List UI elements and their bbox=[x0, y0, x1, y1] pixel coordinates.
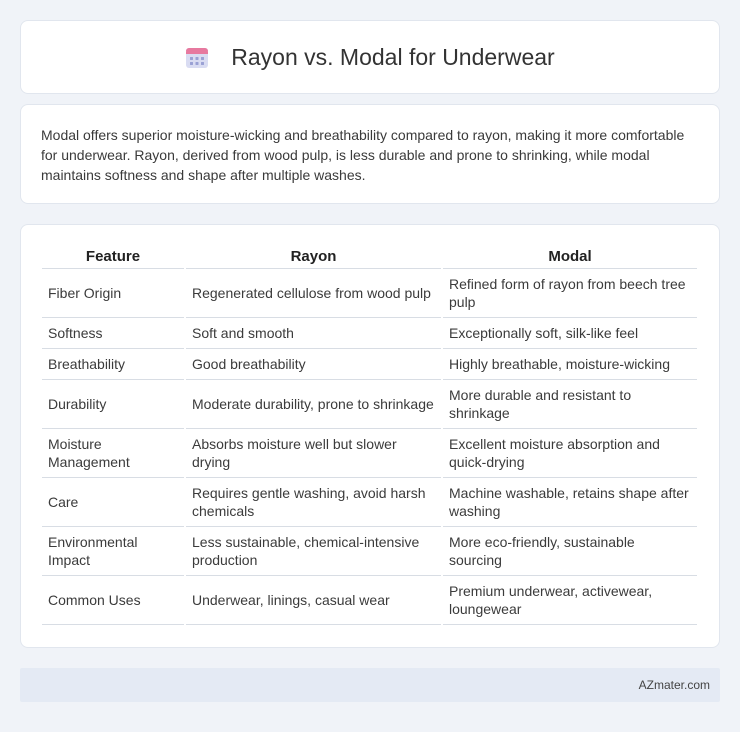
calendar-icon bbox=[185, 45, 209, 69]
table-row: Softness Soft and smooth Exceptionally s… bbox=[42, 318, 697, 349]
table-header-row: Feature Rayon Modal bbox=[42, 245, 697, 269]
feature-cell: Moisture Management bbox=[42, 429, 184, 478]
rayon-cell: Requires gentle washing, avoid harsh che… bbox=[186, 478, 441, 527]
summary-text: Modal offers superior moisture-wicking a… bbox=[41, 127, 685, 183]
table-row: Common Uses Underwear, linings, casual w… bbox=[42, 576, 697, 625]
modal-cell: Excellent moisture absorption and quick-… bbox=[443, 429, 697, 478]
feature-cell: Durability bbox=[42, 380, 184, 429]
feature-cell: Breathability bbox=[42, 349, 184, 380]
rayon-cell: Moderate durability, prone to shrinkage bbox=[186, 380, 441, 429]
title-card: Rayon vs. Modal for Underwear bbox=[20, 20, 720, 94]
modal-cell: Premium underwear, activewear, loungewea… bbox=[443, 576, 697, 625]
footer-bar: AZmater.com bbox=[20, 668, 720, 702]
table-row: Care Requires gentle washing, avoid hars… bbox=[42, 478, 697, 527]
rayon-cell: Regenerated cellulose from wood pulp bbox=[186, 269, 441, 318]
comparison-table-card: Feature Rayon Modal Fiber Origin Regener… bbox=[20, 224, 720, 648]
table-row: Moisture Management Absorbs moisture wel… bbox=[42, 429, 697, 478]
feature-cell: Environmental Impact bbox=[42, 527, 184, 576]
header-rayon: Rayon bbox=[186, 245, 441, 269]
table-row: Fiber Origin Regenerated cellulose from … bbox=[42, 269, 697, 318]
modal-cell: Highly breathable, moisture-wicking bbox=[443, 349, 697, 380]
modal-cell: More durable and resistant to shrinkage bbox=[443, 380, 697, 429]
page-title: Rayon vs. Modal for Underwear bbox=[231, 43, 555, 70]
feature-cell: Common Uses bbox=[42, 576, 184, 625]
modal-cell: More eco-friendly, sustainable sourcing bbox=[443, 527, 697, 576]
table-row: Breathability Good breathability Highly … bbox=[42, 349, 697, 380]
header-modal: Modal bbox=[443, 245, 697, 269]
rayon-cell: Underwear, linings, casual wear bbox=[186, 576, 441, 625]
modal-cell: Refined form of rayon from beech tree pu… bbox=[443, 269, 697, 318]
feature-cell: Fiber Origin bbox=[42, 269, 184, 318]
feature-cell: Softness bbox=[42, 318, 184, 349]
comparison-table: Feature Rayon Modal Fiber Origin Regener… bbox=[40, 245, 699, 625]
modal-cell: Exceptionally soft, silk-like feel bbox=[443, 318, 697, 349]
header-feature: Feature bbox=[42, 245, 184, 269]
modal-cell: Machine washable, retains shape after wa… bbox=[443, 478, 697, 527]
table-row: Environmental Impact Less sustainable, c… bbox=[42, 527, 697, 576]
footer-brand: AZmater.com bbox=[638, 678, 710, 692]
table-row: Durability Moderate durability, prone to… bbox=[42, 380, 697, 429]
feature-cell: Care bbox=[42, 478, 184, 527]
summary-card: Modal offers superior moisture-wicking a… bbox=[20, 104, 720, 204]
rayon-cell: Soft and smooth bbox=[186, 318, 441, 349]
rayon-cell: Less sustainable, chemical-intensive pro… bbox=[186, 527, 441, 576]
rayon-cell: Good breathability bbox=[186, 349, 441, 380]
rayon-cell: Absorbs moisture well but slower drying bbox=[186, 429, 441, 478]
